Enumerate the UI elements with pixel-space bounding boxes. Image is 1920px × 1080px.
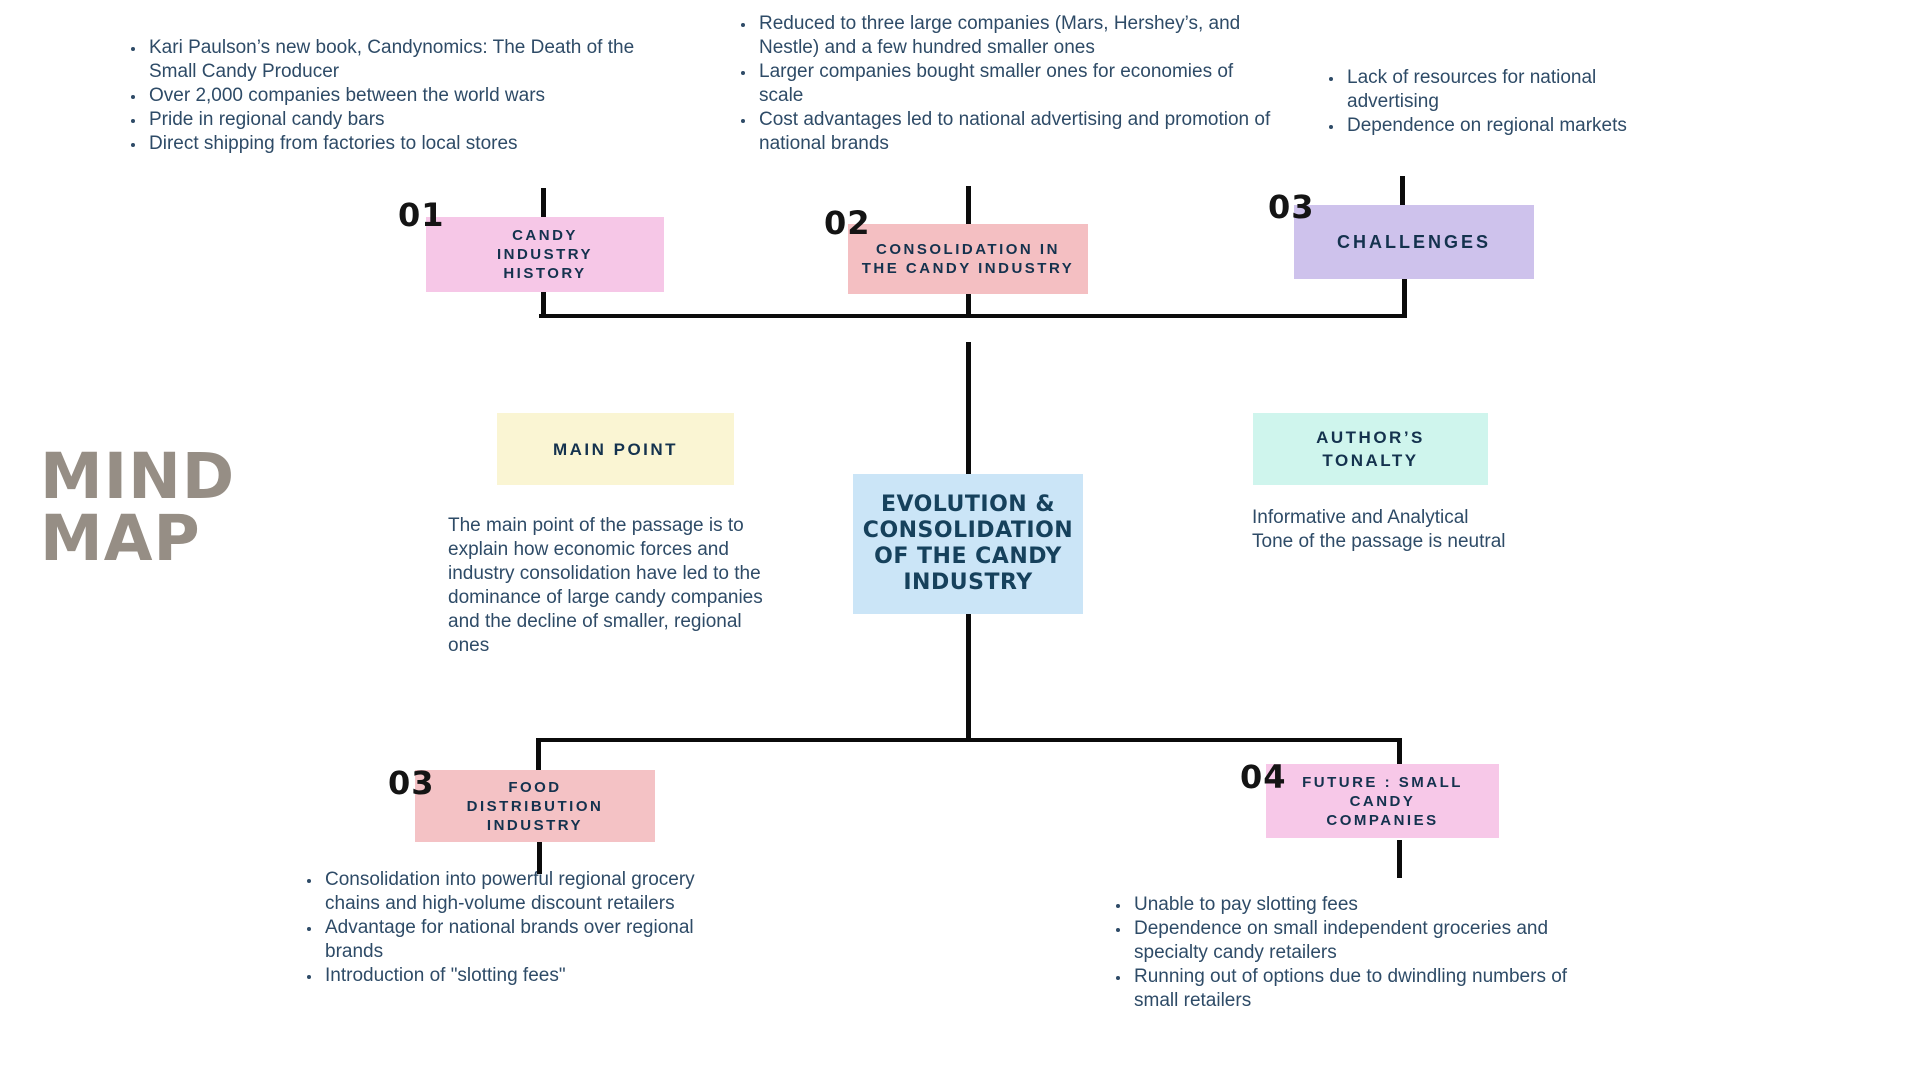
note-item: Dependence on regional markets: [1344, 114, 1654, 138]
note-item: Lack of resources for national advertisi…: [1344, 66, 1654, 114]
note-item: Cost advantages led to national advertis…: [756, 108, 1271, 156]
connector-tick: [1400, 176, 1405, 205]
connector-tick: [1402, 279, 1407, 316]
connector-tick: [541, 188, 546, 217]
main-point-text: The main point of the passage is to expl…: [448, 515, 763, 656]
note-item: Larger companies bought smaller ones for…: [756, 60, 1271, 108]
note-item: Running out of options due to dwindling …: [1131, 965, 1591, 1013]
node-consolidation-in-candy-industry: CONSOLIDATION IN THE CANDY INDUSTRY: [848, 224, 1088, 294]
node-challenges: CHALLENGES: [1294, 205, 1534, 279]
node-main-point: MAIN POINT: [497, 413, 734, 485]
branch-number-04: 04: [1240, 758, 1287, 796]
note-item: Kari Paulson’s new book, Candynomics: Th…: [146, 36, 651, 84]
note-item: Introduction of "slotting fees": [322, 964, 712, 988]
connector-tick: [1397, 742, 1402, 775]
node-central-topic: EVOLUTION & CONSOLIDATION OF THE CANDY I…: [853, 474, 1083, 614]
food-distribution-notes-list: Consolidation into powerful regional gro…: [296, 868, 712, 988]
branch-number-01: 01: [398, 196, 445, 234]
connector-stem-top: [966, 342, 971, 474]
note-item: Consolidation into powerful regional gro…: [322, 868, 712, 916]
authors-tonality-text: Informative and Analytical Tone of the p…: [1252, 507, 1506, 552]
note-item: Over 2,000 companies between the world w…: [146, 84, 651, 108]
connector-bracket-top: [539, 314, 1407, 318]
mind-map-logo-text: MIND MAP: [40, 440, 236, 575]
note-item: Reduced to three large companies (Mars, …: [756, 12, 1271, 60]
connector-tick: [1397, 840, 1402, 878]
node-future-small-candy-companies: FUTURE : SMALL CANDY COMPANIES: [1266, 764, 1499, 838]
branch-number-03-food: 03: [388, 764, 435, 802]
consolidation-notes-list: Reduced to three large companies (Mars, …: [730, 12, 1271, 156]
future-small-candy-notes-list: Unable to pay slotting fees Dependence o…: [1105, 893, 1591, 1013]
note-item: Advantage for national brands over regio…: [322, 916, 712, 964]
branch-number-03: 03: [1268, 188, 1315, 226]
connector-tick: [966, 294, 971, 316]
note-item: Unable to pay slotting fees: [1131, 893, 1591, 917]
node-candy-industry-history: CANDY INDUSTRY HISTORY: [426, 217, 664, 292]
connector-stem-bottom: [966, 614, 971, 738]
connector-tick: [536, 742, 541, 770]
challenges-notes-list: Lack of resources for national advertisi…: [1318, 66, 1654, 138]
note-item: Pride in regional candy bars: [146, 108, 651, 132]
note-item: Direct shipping from factories to local …: [146, 132, 651, 156]
connector-tick: [966, 186, 971, 224]
branch-number-02: 02: [824, 204, 871, 242]
node-authors-tonality: AUTHOR’S TONALTY: [1253, 413, 1488, 485]
history-notes-list: Kari Paulson’s new book, Candynomics: Th…: [120, 36, 651, 156]
connector-bracket-bottom: [536, 738, 1402, 742]
connector-tick: [537, 842, 542, 874]
connector-tick: [541, 292, 546, 316]
node-food-distribution-industry: FOOD DISTRIBUTION INDUSTRY: [415, 770, 655, 842]
note-item: Dependence on small independent grocerie…: [1131, 917, 1591, 965]
